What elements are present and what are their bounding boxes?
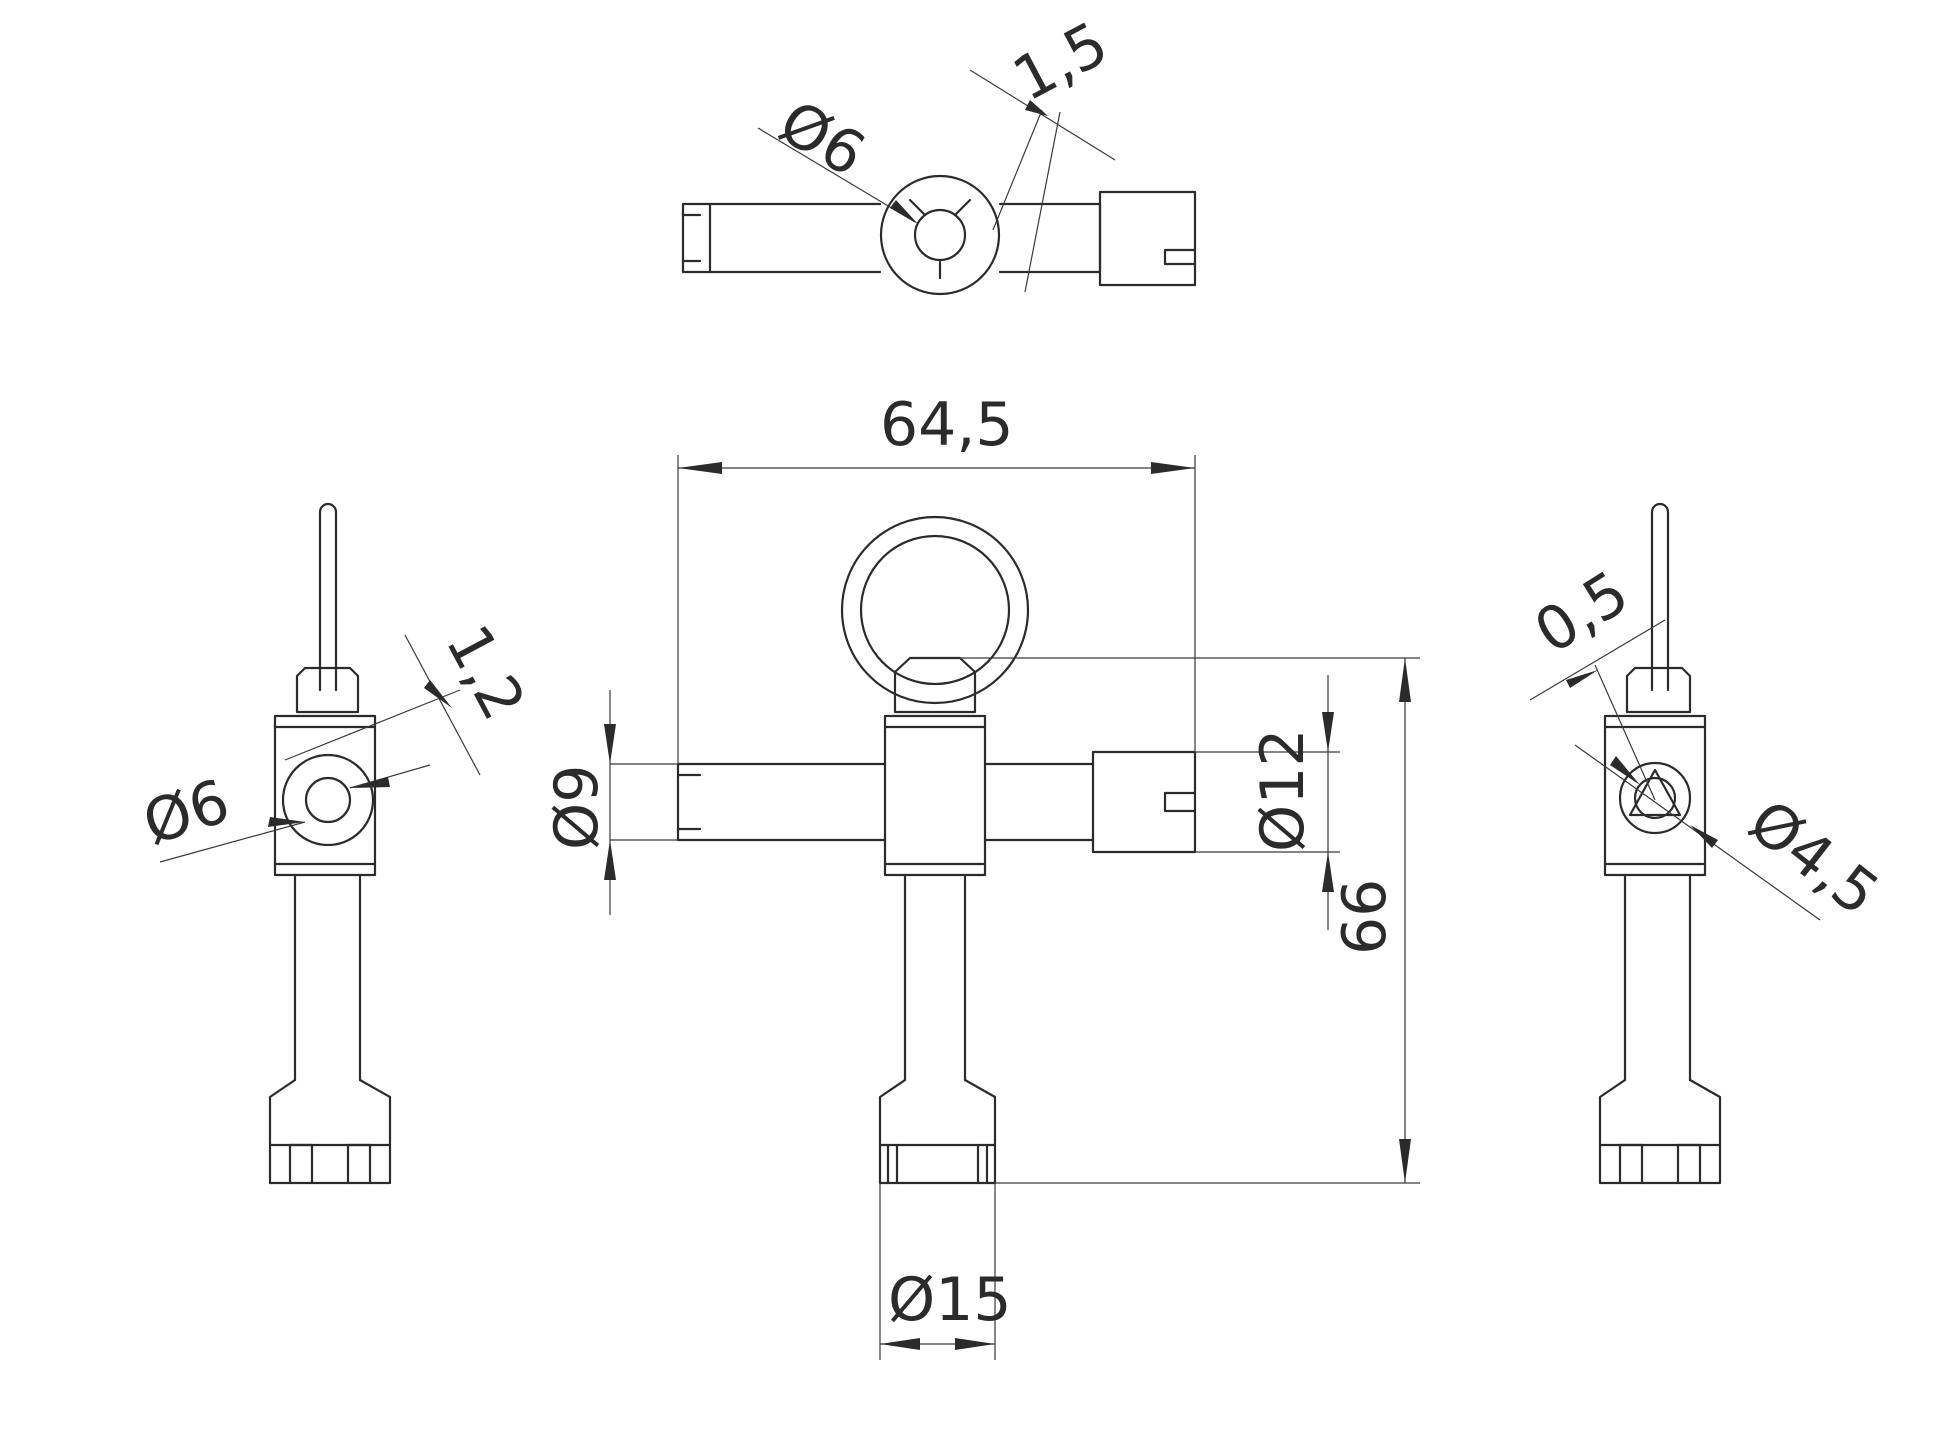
dim-bottom-diameter: Ø15: [888, 1265, 1012, 1335]
dim-right-hole-diameter: Ø4,5: [1736, 787, 1892, 930]
left-hub-circle: [281, 753, 375, 847]
top-hub-circle: [879, 174, 1001, 296]
pull-ring-inner: [859, 534, 1011, 686]
dim-top-wall: 1,5: [1002, 9, 1119, 116]
front-view: [604, 455, 1420, 1360]
dim-head-diameter: Ø12: [1248, 728, 1318, 852]
pull-ring-outer: [840, 515, 1030, 705]
top-hole-circle: [913, 208, 967, 262]
right-hole-circle: [1633, 776, 1677, 820]
dim-shaft-diameter: Ø9: [542, 765, 612, 850]
dim-width: 64,5: [880, 390, 1014, 460]
left-hole-circle: [304, 776, 352, 824]
dim-top-ring-diameter: Ø6: [768, 87, 877, 190]
top-view: [681, 69, 1197, 296]
dim-height: 66: [1330, 879, 1400, 955]
left-side-view: [159, 502, 481, 1185]
dim-right-wall: 0,5: [1523, 558, 1641, 668]
right-hub-circle: [1618, 761, 1692, 835]
right-side-view: [1529, 502, 1821, 1185]
